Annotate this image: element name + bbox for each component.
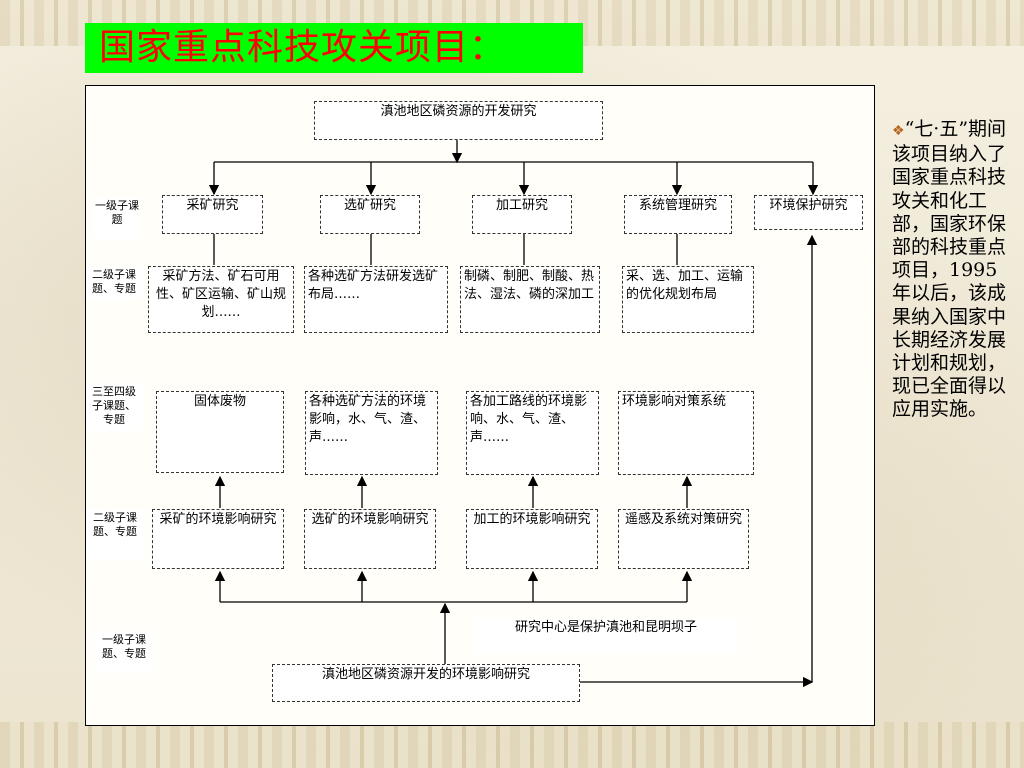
row-label-level2: 二级子课题、专题 [86, 266, 142, 300]
level1-node-mining: 采矿研究 [162, 195, 263, 234]
slide-title: 国家重点科技攻关项目： [85, 23, 583, 73]
side-description-text: “七·五”期间该项目纳入了国家重点科技攻关和化工部，国家环保部的科技重点项目，1… [892, 118, 1007, 421]
level1-node-beneficiation: 选矿研究 [320, 195, 420, 234]
level3-node-env-countermeasure: 环境影响对策系统 [618, 391, 754, 475]
top-node: 滇池地区磷资源的开发研究 [314, 101, 603, 140]
level4-node-processing-env: 加工的环境影响研究 [466, 509, 598, 569]
bottom-node: 滇池地区磷资源开发的环境影响研究 [272, 664, 580, 702]
level1-node-processing: 加工研究 [472, 195, 572, 234]
bottom-decorative-border [0, 722, 1024, 768]
level3-node-beneficiation-env: 各种选矿方法的环境影响，水、气、渣、声…… [305, 391, 438, 475]
level3-node-processing-env: 各加工路线的环境影响、水、气、渣、声…… [466, 391, 599, 475]
level2-node-processing: 制磷、制肥、制酸、热法、湿法、磷的深加工 [460, 266, 600, 333]
row-label-level5: 一级子课题、专题 [94, 631, 154, 673]
side-description: ❖“七·五”期间该项目纳入了国家重点科技攻关和化工部，国家环保部的科技重点项目，… [892, 118, 1010, 422]
bullet-icon: ❖ [892, 123, 905, 139]
row-label-level4: 二级子课题、专题 [86, 509, 144, 559]
level2-node-mining: 采矿方法、矿石可用性、矿区运输、矿山规划…… [148, 266, 294, 333]
level4-node-remote-sensing: 遥感及系统对策研究 [618, 509, 749, 569]
row-label-level3: 三至四级子课题、专题 [86, 383, 142, 431]
level4-node-beneficiation-env: 选矿的环境影响研究 [304, 509, 436, 569]
level1-node-environmental-protection: 环境保护研究 [754, 195, 863, 230]
level4-node-mining-env: 采矿的环境影响研究 [152, 509, 284, 569]
level2-node-beneficiation: 各种选矿方法研发选矿布局…… [304, 266, 448, 333]
level2-node-system: 采、选、加工、运输的优化规划布局 [622, 266, 754, 333]
center-note: 研究中心是保护滇池和昆明坝子 [474, 618, 738, 654]
level1-node-system-management: 系统管理研究 [624, 195, 732, 234]
row-label-level1: 一级子课题 [93, 197, 141, 239]
level3-node-solid-waste: 固体废物 [156, 391, 284, 473]
